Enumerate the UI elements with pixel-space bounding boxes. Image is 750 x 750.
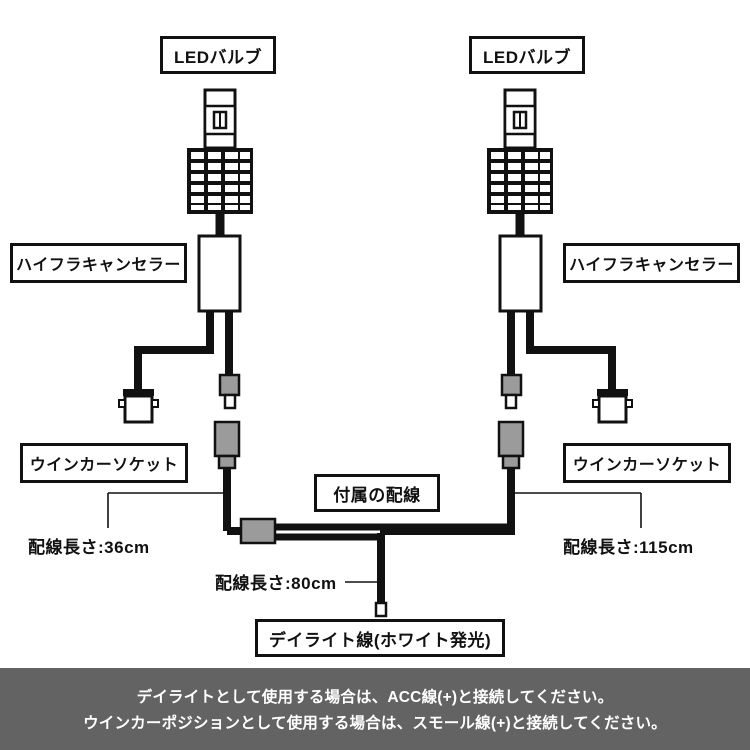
included-harness (227, 517, 515, 618)
left-assembly (107, 88, 253, 531)
label-daylight-line-text: デイライト線(ホワイト発光) (268, 630, 492, 650)
dim-left-36cm: 配線長さ:36cm (28, 533, 150, 558)
label-led-bulb-left-text: LEDバルブ (174, 47, 262, 67)
connector-small-left (218, 373, 241, 410)
label-canceller-right: ハイフラキャンセラー (563, 243, 740, 283)
dim-center-80cm: 配線長さ:80cm (215, 569, 337, 594)
dim-right-115cm-text: 配線長さ:115cm (563, 538, 694, 557)
led-heatsink-left (187, 148, 253, 214)
dim-left-36cm-text: 配線長さ:36cm (28, 538, 150, 557)
label-socket-right: ウインカーソケット (563, 443, 731, 483)
wire-left-to-socket (134, 311, 214, 390)
winker-socket-right (592, 389, 633, 424)
label-led-bulb-left: LEDバルブ (160, 36, 276, 74)
daylight-wire-terminal (374, 601, 388, 618)
label-socket-left-text: ウインカーソケット (29, 457, 179, 474)
label-canceller-left-text: ハイフラキャンセラー (16, 257, 181, 274)
label-led-bulb-right: LEDバルブ (469, 36, 585, 74)
label-socket-left: ウインカーソケット (20, 443, 188, 483)
label-canceller-left: ハイフラキャンセラー (10, 243, 187, 283)
connector-small-right (500, 373, 523, 410)
dim-right-115cm: 配線長さ:115cm (563, 533, 694, 558)
led-bulb-body-left (203, 88, 237, 150)
label-included-harness-text: 付属の配線 (333, 485, 421, 505)
led-bulb-body-right (503, 88, 537, 150)
harness-junction-block (239, 517, 277, 545)
label-led-bulb-right-text: LEDバルブ (483, 47, 571, 67)
led-heatsink-right (487, 148, 553, 214)
dim-center-80cm-text: 配線長さ:80cm (215, 574, 337, 593)
label-included-harness: 付属の配線 (314, 474, 440, 512)
caption-bar: デイライトとして使用する場合は、ACC線(+)と接続してください。 ウインカーポ… (0, 668, 750, 750)
right-assembly (487, 88, 642, 531)
caption-line-2: ウインカーポジションとして使用する場合は、スモール線(+)と接続してください。 (83, 715, 667, 732)
caption-line-1: デイライトとして使用する場合は、ACC線(+)と接続してください。 (136, 689, 614, 706)
wire-right-to-socket (526, 311, 616, 390)
canceller-box-left (197, 234, 242, 313)
connector-large-left (213, 420, 241, 470)
label-socket-right-text: ウインカーソケット (572, 457, 722, 474)
connector-large-right (497, 420, 525, 470)
label-canceller-right-text: ハイフラキャンセラー (569, 257, 734, 274)
winker-socket-left (118, 389, 159, 424)
label-daylight-line: デイライト線(ホワイト発光) (255, 619, 505, 657)
canceller-box-right (498, 234, 543, 313)
